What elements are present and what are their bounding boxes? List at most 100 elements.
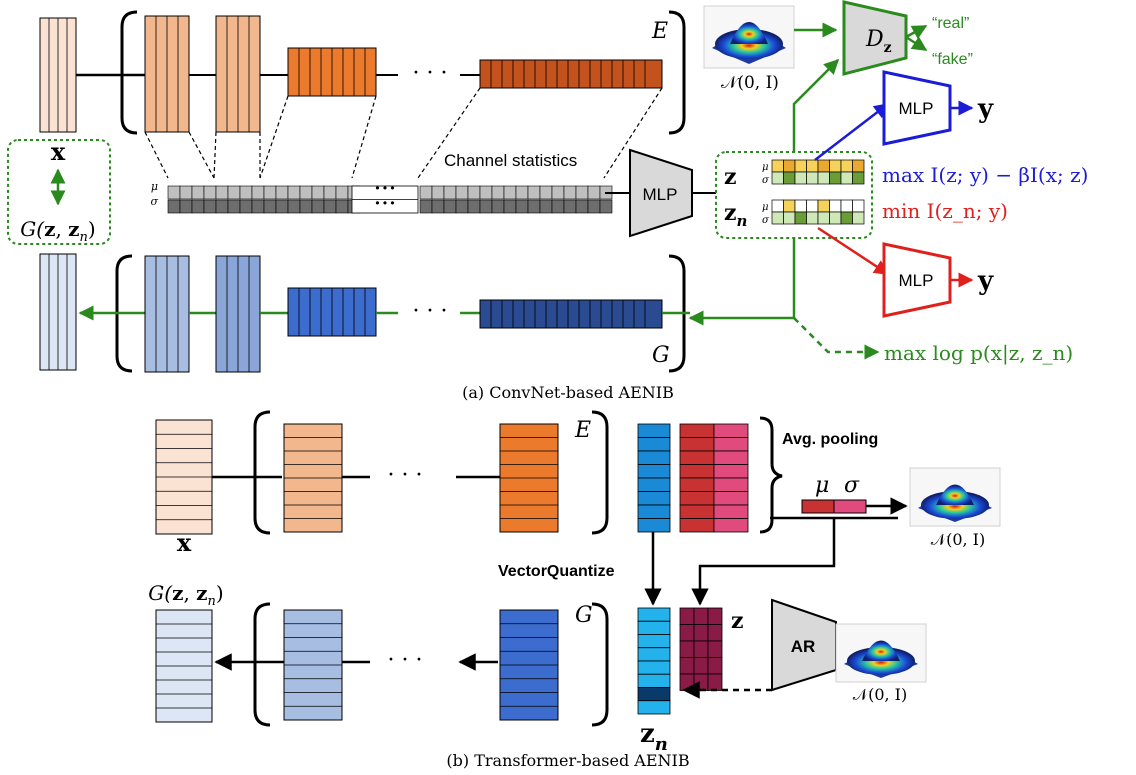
- y-top-label: y: [977, 94, 994, 124]
- token-cell: [679, 437, 715, 452]
- stat-cell: [311, 199, 325, 214]
- stats-mu-label: μ: [151, 180, 158, 193]
- latent-cell: [806, 211, 819, 225]
- arrow-zn-to-mlp-bottom: [817, 226, 890, 276]
- objective-blue: max I(z; y) − βI(x; z): [882, 163, 1088, 187]
- stat-cell: [443, 199, 457, 214]
- stat-cell: [263, 199, 277, 214]
- encoder-stack-2-b: [499, 423, 559, 533]
- mlp-head: MLP: [629, 148, 693, 238]
- stat-cell: [263, 185, 277, 200]
- stat-cell: [515, 185, 529, 200]
- latent-blue-column: [637, 423, 671, 533]
- prior-label-b-top: 𝒩(0, I): [931, 530, 985, 549]
- latent-cell: [852, 171, 865, 185]
- token-cell: [637, 437, 671, 452]
- encoder-bracket-left: [120, 10, 138, 135]
- stat-cell: [167, 199, 181, 214]
- decoder-dots: · · ·: [413, 299, 448, 324]
- stat-cell: [455, 199, 469, 214]
- decoder-bracket-right-b: [591, 602, 609, 727]
- mlp-bottom: MLP: [882, 242, 952, 318]
- stat-cell: [515, 199, 529, 214]
- token-cell: [637, 450, 671, 465]
- objective-red: min I(z_n; y): [882, 199, 1008, 223]
- token-cell: [707, 607, 723, 625]
- decoder-stack-2-b: [499, 609, 559, 721]
- stat-cell: [275, 199, 289, 214]
- token-cell: [713, 518, 749, 533]
- latent-cell: [806, 171, 819, 185]
- stat-cell: [539, 199, 553, 214]
- latent-z-mu: μ: [762, 162, 769, 173]
- arrow-latent-to-likelihood: [793, 317, 880, 360]
- token-cell: [693, 673, 709, 691]
- latent-cell: [852, 199, 865, 213]
- decoder-feature-2: [215, 255, 261, 373]
- stat-cell: [443, 185, 457, 200]
- encoder-feature-2: [215, 15, 261, 133]
- fake-label: “fake”: [932, 51, 973, 68]
- stat-cell: [203, 185, 217, 200]
- stats-dots-sigma: • • •: [375, 196, 394, 210]
- decoder-label-b: G: [575, 603, 593, 628]
- encoder-feature-last: [479, 59, 663, 89]
- gaussian-prior-b-top: [909, 467, 1001, 527]
- latent-cell: [771, 159, 784, 173]
- stat-cell: [191, 199, 205, 214]
- stat-cell: [527, 185, 541, 200]
- latent-cell: [852, 211, 865, 225]
- input-label-b: x: [177, 528, 192, 557]
- latent-cell: [783, 171, 796, 185]
- stat-cell: [431, 199, 445, 214]
- latent-z-cells: [771, 159, 865, 185]
- y-bottom-label: y: [977, 266, 994, 296]
- latent-zn-mu: μ: [762, 202, 769, 213]
- discriminator: Dz: [842, 0, 908, 76]
- stat-cell: [179, 199, 193, 214]
- token-cell: [637, 504, 671, 519]
- stat-cell: [431, 185, 445, 200]
- token-cell: [713, 464, 749, 479]
- token-cell: [679, 657, 695, 675]
- z-label-b: z: [731, 608, 744, 634]
- latent-cell: [771, 171, 784, 185]
- mlp-top: MLP: [882, 70, 952, 146]
- token-cell: [707, 624, 723, 642]
- token-cell: [713, 437, 749, 452]
- stat-cell: [251, 185, 265, 200]
- token-cell: [637, 477, 671, 492]
- encoder-feature-3: [287, 47, 377, 97]
- latent-cell: [829, 171, 842, 185]
- token-cell: [707, 640, 723, 658]
- recon-box: [7, 139, 111, 245]
- token-cell: [637, 423, 671, 438]
- token-cell: [713, 504, 749, 519]
- stat-cell: [335, 185, 349, 200]
- latent-cell: [783, 199, 796, 213]
- caption-a: (a) ConvNet-based AENIB: [462, 383, 674, 402]
- latent-cell: [840, 211, 853, 225]
- latent-cell: [771, 199, 784, 213]
- avg-pooling-brace: [759, 416, 783, 534]
- decoder-feature-3: [287, 287, 377, 337]
- token-cell: [713, 491, 749, 506]
- stat-cell: [599, 199, 613, 214]
- encoder-feature-1: [144, 15, 190, 133]
- token-cell: [679, 464, 715, 479]
- stat-cell: [215, 199, 229, 214]
- encoder-stack-1-b: [283, 423, 343, 533]
- token-cell: [679, 518, 715, 533]
- prior-label-a: 𝒩(0, I): [721, 73, 779, 93]
- token-cell: [679, 673, 695, 691]
- latent-cell: [794, 211, 807, 225]
- token-cell: [713, 450, 749, 465]
- part-a: x E · ·: [7, 0, 1088, 402]
- token-cell: [679, 477, 715, 492]
- stat-cell: [587, 185, 601, 200]
- latent-zn-column: [637, 607, 671, 715]
- latent-cell: [840, 199, 853, 213]
- channel-stats-label: Channel statistics: [444, 151, 577, 170]
- stat-cell: [551, 199, 565, 214]
